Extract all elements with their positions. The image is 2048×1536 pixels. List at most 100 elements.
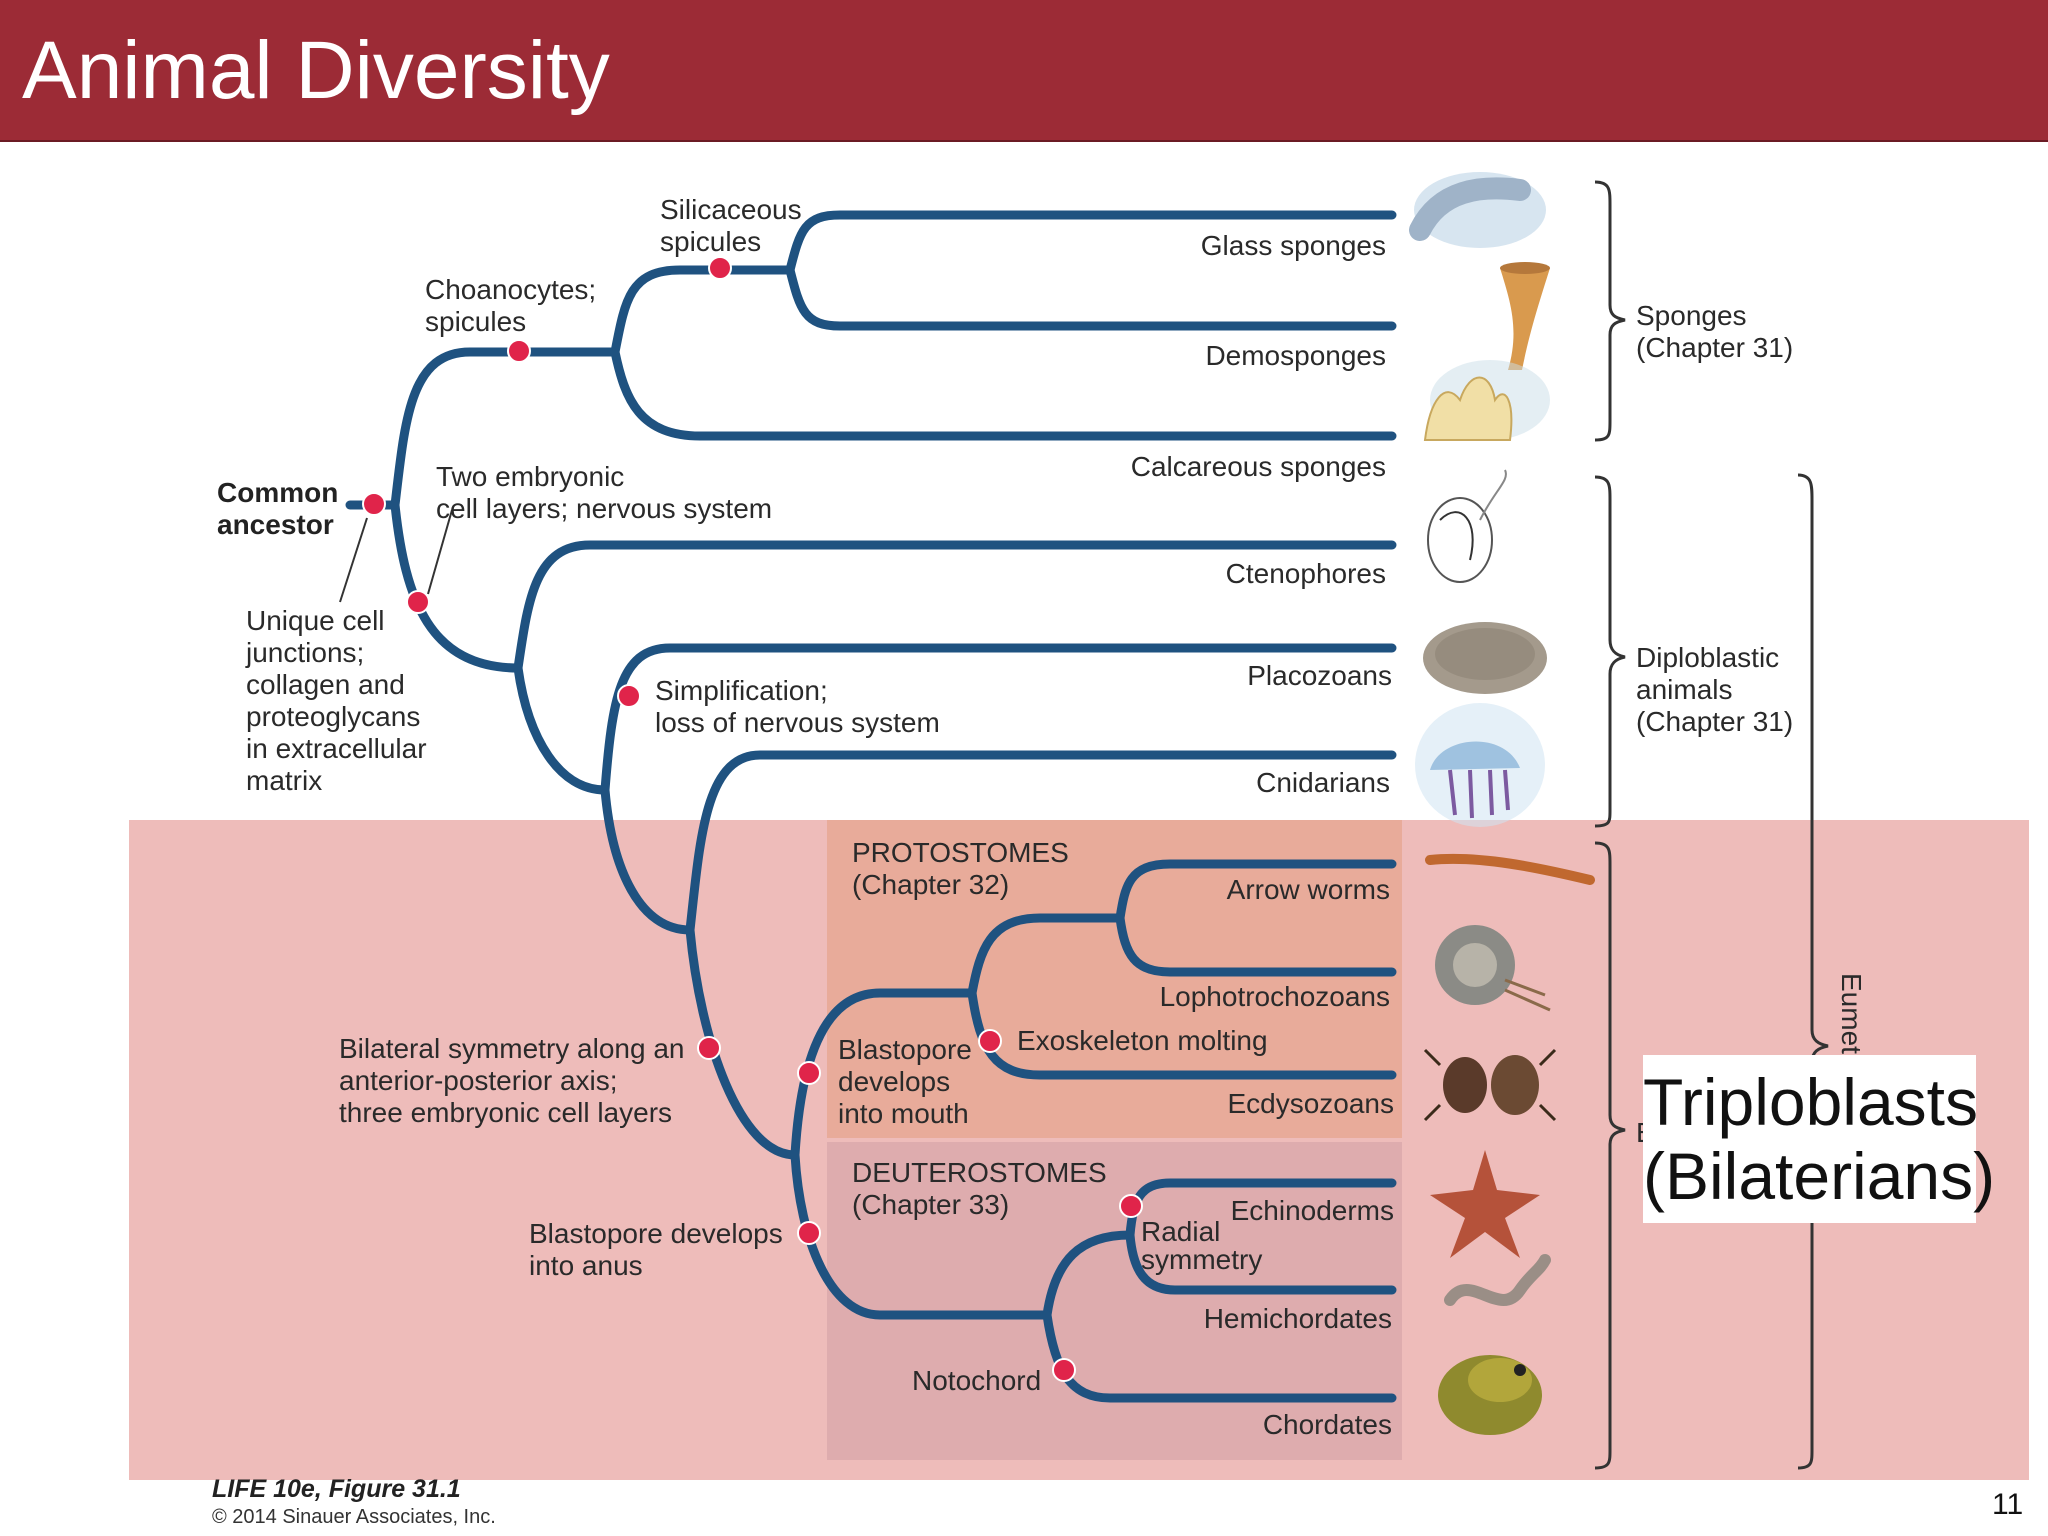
- taxon-chordates: Chordates: [1263, 1409, 1392, 1440]
- cnidarian-illustration: [1415, 703, 1545, 827]
- blastopore-anus-label-2: into anus: [529, 1250, 643, 1281]
- branch-sil: [610, 265, 795, 357]
- bilateral-label-3: three embryonic cell layers: [339, 1097, 672, 1128]
- blastopore-anus-label-1: Blastopore develops: [529, 1218, 783, 1249]
- root-label-2: ancestor: [217, 509, 334, 540]
- choanocytes-label-1: Choanocytes;: [425, 274, 596, 305]
- triploblasts-line-2: (Bilaterians): [1643, 1139, 1996, 1213]
- taxon-hemichordates: Hemichordates: [1204, 1303, 1392, 1334]
- deuterostomes-label-1: DEUTEROSTOMES: [852, 1157, 1107, 1188]
- two-layers-label-2: cell layers; nervous system: [436, 493, 772, 524]
- taxon-lophotrochozoans: Lophotrochozoans: [1160, 981, 1390, 1012]
- branch-deuterostomes: [790, 1150, 1052, 1320]
- pointer-line-root: [339, 517, 368, 603]
- branch-placozoans: [600, 643, 1397, 795]
- brackets: [1594, 180, 1829, 1470]
- nautilus-illustration: [1435, 925, 1551, 1012]
- sponges-label-1: Sponges: [1636, 300, 1747, 331]
- node-dot-root: [362, 492, 386, 516]
- taxon-calcareous-sponges: Calcareous sponges: [1131, 451, 1386, 482]
- demosponge-illustration: [1500, 262, 1550, 370]
- diploblastic-label-3: (Chapter 31): [1636, 706, 1793, 737]
- node-dot-blastopore-mouth: [797, 1061, 821, 1085]
- branch-protostomes: [790, 988, 977, 1160]
- branch-ctenophores: [513, 540, 1397, 673]
- branch-echino: [1125, 1178, 1397, 1240]
- branch-proto-sub: [967, 913, 1125, 998]
- blastopore-mouth-label-2: develops: [838, 1066, 950, 1097]
- taxon-demosponges: Demosponges: [1205, 340, 1386, 371]
- title-bar: Animal Diversity: [0, 0, 2048, 142]
- silicaceous-label-1: Silicaceous: [660, 194, 802, 225]
- branch-glass: [785, 210, 1397, 275]
- deuterostomes-label-2: (Chapter 33): [852, 1189, 1009, 1220]
- diploblastic-bracket: [1594, 475, 1626, 828]
- exoskeleton-label: Exoskeleton molting: [1017, 1025, 1268, 1056]
- root-char-3: collagen and: [246, 669, 405, 700]
- diploblastic-label-2: animals: [1636, 674, 1732, 705]
- eumetazoans-label-partial: Eumet: [1836, 973, 1867, 1054]
- node-dot-exoskeleton: [978, 1029, 1002, 1053]
- radial-label-1: Radial: [1141, 1216, 1220, 1247]
- organism-illustrations: [1409, 172, 1595, 1435]
- root-char-5: in extracellular: [246, 733, 427, 764]
- acorn-worm-illustration: [1444, 1254, 1551, 1306]
- branch-sub1: [513, 663, 610, 795]
- branch-demo: [785, 265, 1397, 331]
- taxon-echinoderms: Echinoderms: [1231, 1195, 1394, 1226]
- protostomes-label-2: (Chapter 32): [852, 869, 1009, 900]
- branch-bilateria: [685, 925, 800, 1160]
- taxon-cnidarians: Cnidarians: [1256, 767, 1390, 798]
- branch-ecdy: [967, 988, 1397, 1080]
- calcareous-sponge-illustration: [1423, 360, 1550, 441]
- diploblastic-label-1: Diploblastic: [1636, 642, 1779, 673]
- root-label-1: Common: [217, 477, 338, 508]
- node-dot-choanocytes: [507, 339, 531, 363]
- root-char-6: matrix: [246, 765, 322, 796]
- placozoan-illustration: [1423, 622, 1547, 694]
- node-dot-radial: [1119, 1194, 1143, 1218]
- node-dot-two-layers: [406, 590, 430, 614]
- branch-ambulacraria: [1042, 1230, 1135, 1320]
- radial-label-2: symmetry: [1141, 1244, 1262, 1275]
- glass-sponge-illustration: [1409, 172, 1546, 248]
- taxon-placozoans: Placozoans: [1247, 660, 1392, 691]
- root-char-1: Unique cell: [246, 605, 385, 636]
- starfish-illustration: [1430, 1150, 1540, 1258]
- branch-sub2: [600, 785, 695, 935]
- bilateral-label-2: anterior-posterior axis;: [339, 1065, 618, 1096]
- blastopore-mouth-label-1: Blastopore: [838, 1034, 972, 1065]
- simplification-label-2: loss of nervous system: [655, 707, 940, 738]
- eumetazoan-bracket: [1797, 473, 1829, 1470]
- triploblasts-line-1: Triploblasts: [1643, 1065, 1978, 1139]
- triploblasts-callout-text: Triploblasts (Bilaterians): [1643, 1065, 1996, 1213]
- page-number: 11: [1992, 1488, 2024, 1521]
- taxon-glass-sponges: Glass sponges: [1201, 230, 1386, 261]
- branch-arrow: [1115, 859, 1397, 923]
- node-dot-silicaceous: [708, 256, 732, 280]
- node-dot-blastopore-anus: [797, 1221, 821, 1245]
- sponges-label-2: (Chapter 31): [1636, 332, 1793, 363]
- root-char-4: proteoglycans: [246, 701, 420, 732]
- taxa-labels: Glass sponges Demosponges Calcareous spo…: [1131, 230, 1394, 1440]
- node-dots: [362, 256, 1143, 1382]
- triploblasts-callout: Triploblasts (Bilaterians): [1643, 1055, 1996, 1223]
- branch-eumetazoa: [390, 500, 523, 673]
- figure-credit: LIFE 10e, Figure 31.1: [212, 1475, 461, 1503]
- slide-title: Animal Diversity: [22, 25, 610, 116]
- silicaceous-label-2: spicules: [660, 226, 761, 257]
- branch-lopho: [1115, 913, 1397, 977]
- deuterostomes-panel: [827, 1142, 1402, 1460]
- protostomes-panel: [827, 820, 1402, 1138]
- branch-calcareous: [610, 347, 1397, 441]
- copyright-credit: © 2014 Sinauer Associates, Inc.: [212, 1506, 496, 1528]
- node-dot-simplification: [617, 684, 641, 708]
- ctenophore-illustration: [1427, 469, 1507, 583]
- two-layers-label-1: Two embryonic: [436, 461, 624, 492]
- node-dot-bilateral: [697, 1036, 721, 1060]
- mite-illustration: [1423, 1048, 1557, 1122]
- choanocytes-label-2: spicules: [425, 306, 526, 337]
- notochord-label: Notochord: [912, 1365, 1041, 1396]
- branch-hemi: [1125, 1230, 1397, 1295]
